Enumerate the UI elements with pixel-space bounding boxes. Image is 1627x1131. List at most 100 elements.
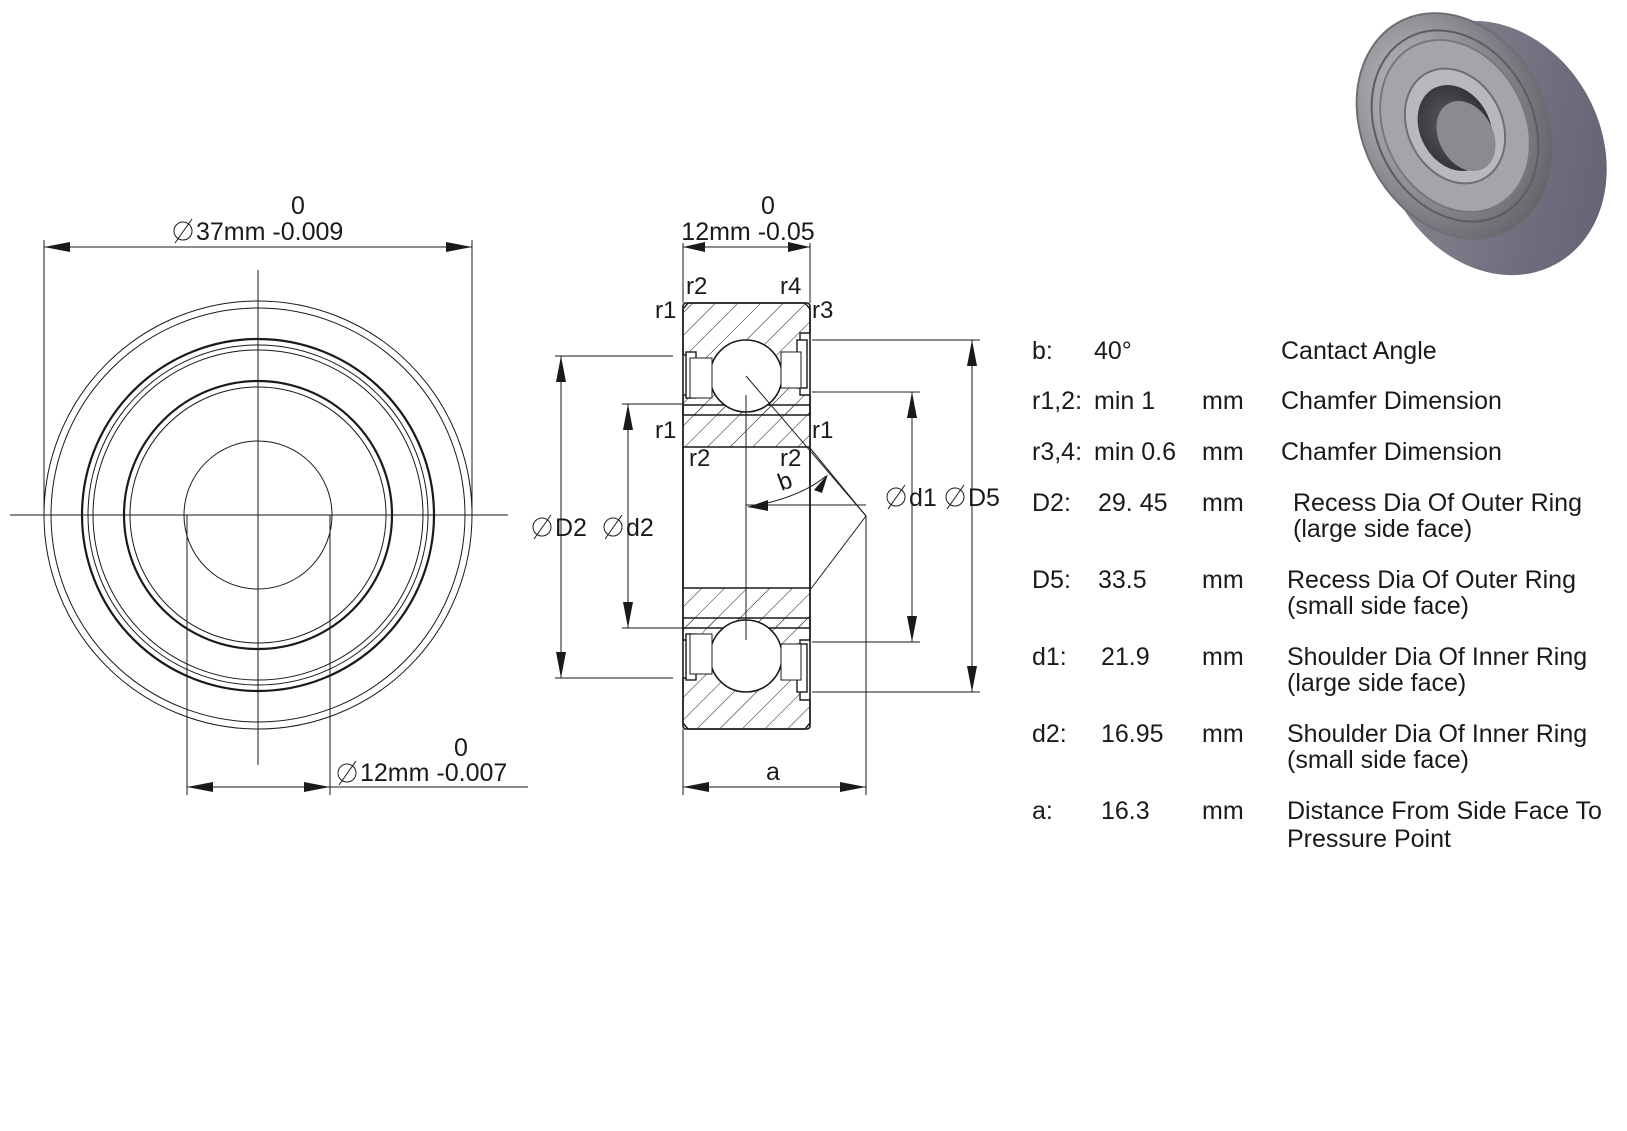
top-shields [685, 339, 808, 399]
shield-inner-circle [92, 349, 424, 681]
spec-unit: mm [1202, 489, 1244, 517]
spec-value: 16.95 [1101, 720, 1164, 748]
label-r2-inner-right: r2 [780, 445, 801, 472]
label-r1-inner-right: r1 [812, 417, 833, 444]
shield-mid-circle [87, 344, 429, 686]
spec-symbol: d1: [1032, 643, 1067, 671]
spec-row-d2: d2: 16.95 mm Shoulder Dia Of Inner Ring … [1032, 721, 1627, 781]
spec-symbol: b: [1032, 337, 1053, 365]
bottom-shields [685, 633, 808, 693]
D2-arrow-top [556, 356, 566, 382]
bore-arrow-right [304, 782, 330, 792]
spec-unit: mm [1202, 438, 1244, 466]
width-tolerance-upper: 0 [761, 192, 775, 220]
a-arrow-left [683, 782, 709, 792]
inner-contact-extension [809, 447, 867, 517]
spec-value: min 0.6 [1094, 438, 1176, 466]
angle-arrow-top [814, 474, 828, 493]
spec-description: Cantact Angle [1281, 337, 1437, 365]
label-r1-inner-left: r1 [655, 417, 676, 444]
spec-description: Chamfer Dimension [1281, 438, 1502, 466]
spec-description: Distance From Side Face To [1287, 797, 1602, 825]
spec-symbol: r3,4: [1032, 438, 1083, 466]
spec-symbol: d2: [1032, 720, 1067, 748]
D5-label: D5 [968, 484, 1000, 512]
spec-unit: mm [1202, 797, 1244, 825]
spec-row-r12: r1,2: min 1 mm Chamfer Dimension [1032, 388, 1627, 448]
spec-value: min 1 [1094, 387, 1156, 415]
label-r4-top-right: r4 [780, 273, 801, 300]
d2-label: d2 [626, 514, 654, 542]
d2-arrow-top [623, 404, 633, 430]
spec-value: 16.3 [1101, 797, 1150, 825]
bore-tolerance-upper: 0 [454, 734, 468, 762]
spec-row-r34: r3,4: min 0.6 mm Chamfer Dimension [1032, 439, 1627, 499]
label-r3-top-right: r3 [812, 297, 833, 324]
a-arrow-right [840, 782, 866, 792]
front-view: 0 37mm -0.009 0 12mm -0.007 [10, 192, 528, 795]
spec-description: Recess Dia Of Outer Ring [1293, 489, 1582, 517]
d1-arrow-top [907, 392, 917, 418]
spec-description-sub: (large side face) [1287, 669, 1467, 697]
spec-symbol: r1,2: [1032, 387, 1083, 415]
section-view: b r1 r2 r4 r3 r1 r1 r2 r2 0 12mm -0.05 D… [532, 192, 1000, 795]
outer-ring-chamfer-circle [50, 307, 466, 723]
D2-label: D2 [555, 514, 587, 542]
spec-symbol: D5: [1032, 566, 1071, 594]
D5-arrow-top [967, 340, 977, 366]
bottom-contact-line [809, 515, 867, 591]
width-dimension-label: 12mm -0.05 [681, 218, 814, 246]
diameter-symbol-icon [532, 514, 552, 540]
width-arrow-right [788, 242, 810, 252]
od-dimension-label: 37mm -0.009 [196, 218, 343, 246]
spec-value: 33.5 [1098, 566, 1147, 594]
od-tolerance-upper: 0 [291, 192, 305, 220]
spec-description: Shoulder Dia Of Inner Ring [1287, 720, 1588, 748]
label-r1-top-left: r1 [655, 297, 676, 324]
spec-unit: mm [1202, 643, 1244, 671]
diameter-symbol-icon [603, 514, 623, 540]
diameter-symbol-icon [337, 760, 357, 786]
bore-dimension-label: 12mm -0.007 [360, 759, 507, 787]
d1-arrow-bottom [907, 616, 917, 642]
shield-outer-circle [80, 337, 436, 693]
bearing-3d-render-icon [1355, 12, 1607, 276]
spec-unit: mm [1202, 566, 1244, 594]
spec-description: Shoulder Dia Of Inner Ring [1287, 643, 1588, 671]
top-contact-line [745, 375, 867, 517]
spec-description: Recess Dia Of Outer Ring [1287, 566, 1576, 594]
spec-description-sub: Pressure Point [1287, 825, 1451, 853]
bore-circle [183, 440, 333, 590]
spec-value: 21.9 [1101, 643, 1150, 671]
spec-description: Chamfer Dimension [1281, 387, 1502, 415]
d1-label: d1 [909, 484, 937, 512]
bore-arrow-left [187, 782, 213, 792]
spec-unit: mm [1202, 387, 1244, 415]
label-r2-inner-left: r2 [689, 445, 710, 472]
spec-description-sub: (large side face) [1293, 515, 1473, 543]
inner-ring-circle [122, 379, 394, 651]
spec-symbol: a: [1032, 797, 1053, 825]
diameter-symbol-icon [886, 484, 906, 510]
spec-row-a: a: 16.3 mm Distance From Side Face To Pr… [1032, 798, 1627, 858]
od-arrow-right [446, 242, 472, 252]
angle-arrow-bottom [748, 500, 768, 511]
spec-value: 29. 45 [1098, 489, 1168, 517]
diameter-symbol-icon [173, 218, 193, 244]
spec-unit: mm [1202, 720, 1244, 748]
spec-description-sub: (small side face) [1287, 592, 1469, 620]
width-arrow-left [683, 242, 705, 252]
a-label: a [766, 758, 780, 786]
spec-value: 40° [1094, 337, 1132, 365]
D5-arrow-bottom [967, 666, 977, 692]
label-r2-top-left: r2 [686, 273, 707, 300]
d2-arrow-bottom [623, 602, 633, 628]
spec-row-b: b: 40° Cantact Angle [1032, 338, 1627, 398]
D2-arrow-bottom [556, 652, 566, 678]
diameter-symbol-icon [945, 484, 965, 510]
spec-row-d1: d1: 21.9 mm Shoulder Dia Of Inner Ring (… [1032, 644, 1627, 704]
spec-row-D2: D2: 29. 45 mm Recess Dia Of Outer Ring (… [1032, 490, 1627, 550]
spec-row-D5: D5: 33.5 mm Recess Dia Of Outer Ring (sm… [1032, 567, 1627, 627]
od-arrow-left [44, 242, 70, 252]
